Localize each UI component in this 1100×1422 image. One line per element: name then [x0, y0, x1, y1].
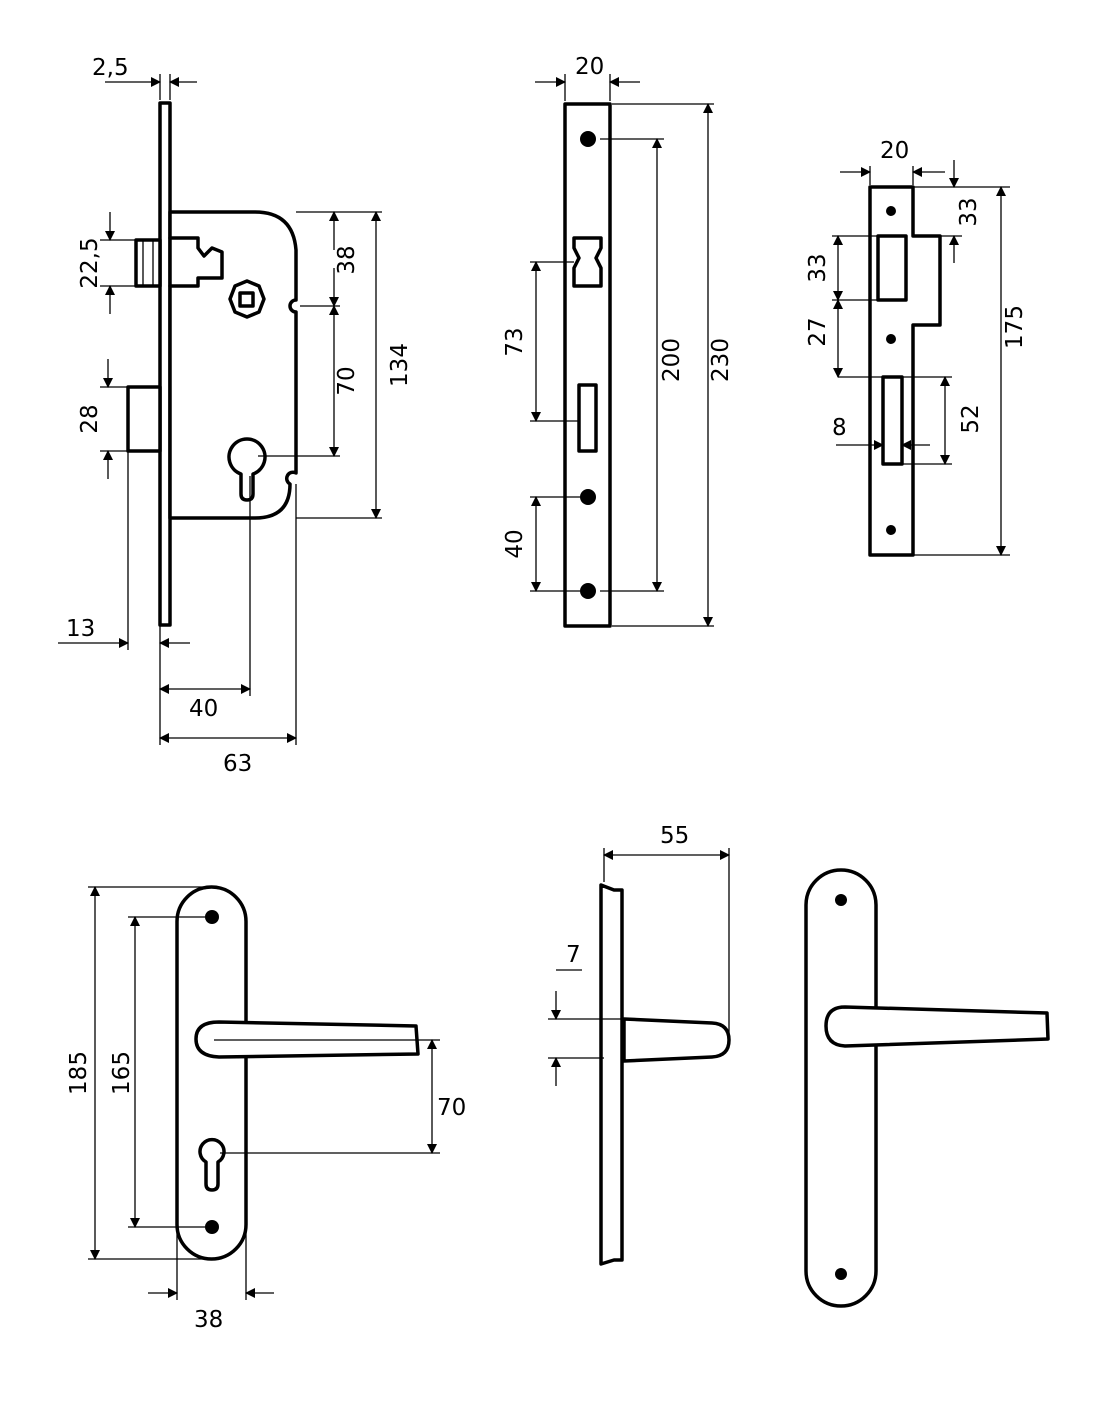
faceplate-screw-top — [580, 131, 596, 147]
handle-back-screw-top — [835, 894, 847, 906]
latch-bolt-detail — [142, 240, 154, 286]
strike-screw-middle — [886, 334, 896, 344]
handle-back-view — [804, 868, 1050, 1308]
faceplate-screw-bottom — [580, 583, 596, 599]
handle-screw-top — [205, 910, 219, 924]
dim-spindle-to-cylinder: 70 — [334, 366, 360, 395]
dim-strike-bolt-opening: 52 — [958, 404, 984, 433]
handle-plate — [175, 885, 248, 1261]
dim-strike-opening-gap: 27 — [805, 317, 831, 346]
dim-handle-screw-spacing: 165 — [109, 1051, 135, 1095]
dim-latch-height: 22,5 — [77, 237, 103, 288]
dim-strike-length: 175 — [1002, 305, 1028, 349]
faceplate-view: 20 200 230 73 40 — [502, 54, 734, 628]
dim-handle-projection: 55 — [660, 823, 689, 849]
handle-back-plate — [804, 868, 878, 1308]
cylinder-keyhole — [227, 437, 267, 502]
dim-deadbolt-height: 28 — [77, 404, 103, 433]
strike-screw-top — [886, 206, 896, 216]
dim-strike-latch-opening: 33 — [805, 253, 831, 282]
handle-side-lever — [622, 1017, 731, 1063]
spindle-hub — [228, 279, 266, 319]
faceplate-latch-opening — [572, 236, 603, 288]
dim-strike-width: 20 — [880, 138, 909, 164]
dim-backplate-thickness: 2,5 — [92, 55, 129, 81]
strike-screw-bottom — [886, 525, 896, 535]
dim-faceplate-width: 20 — [575, 54, 604, 80]
handle-side-plate — [599, 883, 624, 1266]
faceplate-body — [563, 102, 612, 628]
handle-front-view: 185 165 70 38 — [66, 885, 466, 1333]
mortise-lock-view: 2,5 22,5 28 38 70 134 13 — [58, 55, 413, 777]
handle-back-screw-bottom — [835, 1268, 847, 1280]
handle-side-view: 55 7 — [548, 823, 731, 1266]
dim-handle-plate-length: 185 — [66, 1051, 92, 1095]
faceplate-bolt-slot — [577, 383, 598, 453]
dim-backset: 40 — [189, 696, 218, 722]
dim-bolt-offset: 13 — [66, 616, 95, 642]
faceplate-screw-middle — [580, 489, 596, 505]
dim-strike-top-offset: 33 — [956, 197, 982, 226]
strike-bolt-opening — [881, 375, 904, 466]
dim-lower-screw-distance: 40 — [502, 529, 528, 558]
dim-handle-plate-width: 38 — [194, 1307, 223, 1333]
dim-case-height: 134 — [387, 343, 413, 387]
dim-latch-to-bolt: 73 — [502, 327, 528, 356]
deadbolt — [126, 385, 162, 453]
dim-strike-bolt-width: 8 — [832, 415, 847, 441]
dim-latch-to-spindle: 38 — [334, 245, 360, 274]
strike-latch-opening — [876, 234, 908, 302]
handle-keyhole — [198, 1137, 226, 1192]
dim-faceplate-screw-spacing: 200 — [659, 338, 685, 382]
spindle-square — [238, 291, 255, 308]
handle-screw-bottom — [205, 1220, 219, 1234]
latch-bolt — [134, 238, 162, 288]
dim-faceplate-length: 230 — [708, 338, 734, 382]
handle-back-lever — [824, 1005, 1050, 1048]
latch-mechanism — [168, 236, 224, 288]
dim-case-depth: 63 — [223, 751, 252, 777]
dim-plate-thickness: 7 — [566, 942, 581, 968]
dim-lever-to-cylinder: 70 — [437, 1095, 466, 1121]
lock-case — [168, 210, 298, 520]
strike-plate-view: 20 33 175 33 27 52 8 — [805, 138, 1028, 557]
